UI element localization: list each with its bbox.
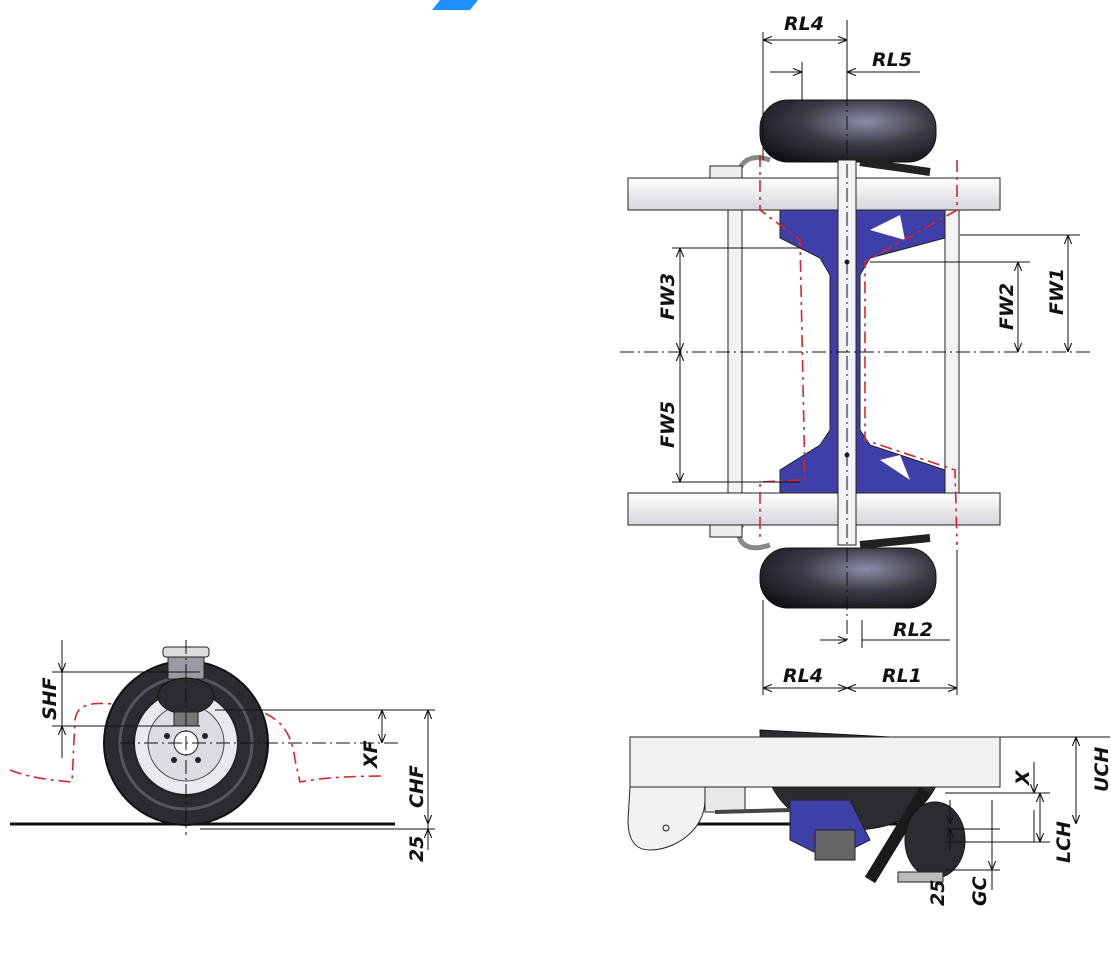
- label-gc: GC: [969, 876, 991, 906]
- label-25-front: 25: [406, 836, 428, 862]
- label-rl2: RL2: [893, 619, 933, 641]
- label-shf: SHF: [39, 677, 61, 720]
- label-25-side: 25: [927, 880, 949, 906]
- label-rl4-bottom: RL4: [783, 665, 823, 687]
- lower-frame-rail: [627, 492, 1001, 526]
- upper-tyre: [759, 99, 937, 163]
- label-fw1: FW1: [1046, 268, 1068, 315]
- label-rl4-top: RL4: [784, 13, 824, 35]
- accent-mark: [432, 0, 478, 10]
- lower-tyre: [759, 547, 937, 609]
- label-x: X: [1012, 769, 1034, 786]
- label-xf: XF: [360, 740, 382, 769]
- label-rl1: RL1: [882, 665, 922, 687]
- label-fw5: FW5: [657, 401, 679, 448]
- label-lch: LCH: [1053, 821, 1075, 863]
- blue-bracket: [779, 206, 946, 496]
- label-chf: CHF: [406, 765, 428, 808]
- label-fw3: FW3: [657, 273, 679, 320]
- plan-view: RL4 RL5 FW1 FW2 FW3 FW5 RL2 RL4 RL1: [620, 13, 1090, 695]
- label-rl5: RL5: [872, 49, 912, 71]
- label-uch: UCH: [1091, 747, 1111, 792]
- side-view: X LCH UCH 25 GC: [627, 729, 1111, 906]
- upper-frame-rail: [627, 177, 1001, 211]
- side-air-spring: [904, 801, 966, 879]
- side-frame: [629, 736, 1001, 788]
- front-view: SHF XF CHF 25: [9, 640, 435, 862]
- label-fw2: FW2: [996, 283, 1018, 330]
